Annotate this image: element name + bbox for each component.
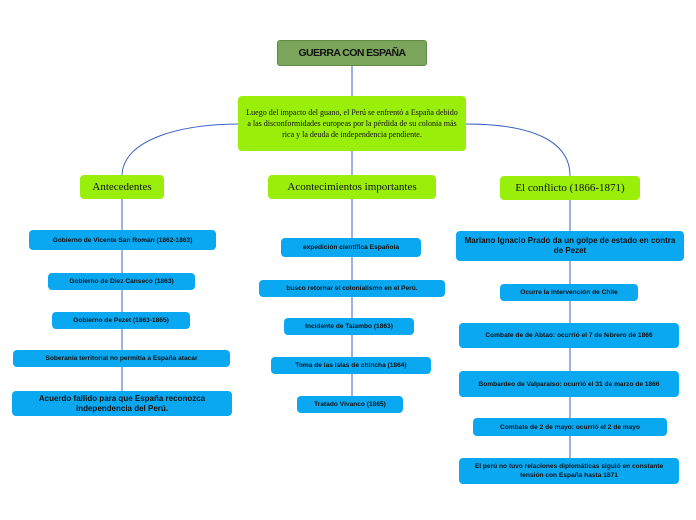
antecedentes-item-4[interactable]: Soberanía territorial no permitía a Espa… bbox=[13, 350, 230, 367]
acontecimientos-item-1[interactable]: expedición científica Española bbox=[281, 238, 421, 257]
conflicto-item-1[interactable]: Mariano Ignacio Prado da un golpe de est… bbox=[456, 231, 684, 261]
acontecimientos-item-5[interactable]: Tratado Vivanco (1865) bbox=[297, 396, 403, 413]
conflicto-item-2[interactable]: Ocurre la intervención de Chile bbox=[500, 284, 638, 301]
conflicto-item-4[interactable]: Bombardeo de Valparaíso: ocurrió el 31 d… bbox=[459, 371, 679, 397]
topic-antecedentes[interactable]: Antecedentes bbox=[80, 175, 164, 199]
acontecimientos-item-3[interactable]: Incidente de Talambo (1863) bbox=[284, 318, 414, 335]
connector-summary-left bbox=[121, 123, 239, 177]
antecedentes-item-3[interactable]: Gobierno de Pezet (1863-1865) bbox=[52, 312, 190, 329]
conflicto-item-6[interactable]: El perú no tuvo relaciones diplomáticas … bbox=[459, 458, 679, 484]
root-title[interactable]: GUERRA CON ESPAÑA bbox=[277, 40, 427, 66]
acontecimientos-item-2[interactable]: busco retornar el colonialismo en el Per… bbox=[259, 280, 445, 297]
acontecimientos-item-4[interactable]: Toma de las islas de chincha (1864) bbox=[271, 357, 431, 374]
antecedentes-item-2[interactable]: Gobierno de Diez Canseco (1863) bbox=[48, 273, 195, 290]
antecedentes-item-1[interactable]: Gobierno de Vicente San Román (1862-1863… bbox=[29, 230, 216, 250]
connector-summary-right bbox=[465, 123, 571, 177]
summary-node[interactable]: Luego del impacto del guano, el Perú se … bbox=[238, 96, 466, 151]
topic-acontecimientos[interactable]: Acontecimientos importantes bbox=[268, 175, 436, 199]
conflicto-item-3[interactable]: Combate de de Abtao: ocurrió el 7 de feb… bbox=[459, 323, 679, 348]
topic-conflicto[interactable]: El conflicto (1866-1871) bbox=[500, 176, 640, 200]
antecedentes-item-5[interactable]: Acuerdo fallido para que España reconozc… bbox=[12, 391, 232, 416]
conflicto-item-5[interactable]: Combate de 2 de mayo: ocurrió el 2 de ma… bbox=[473, 418, 667, 436]
